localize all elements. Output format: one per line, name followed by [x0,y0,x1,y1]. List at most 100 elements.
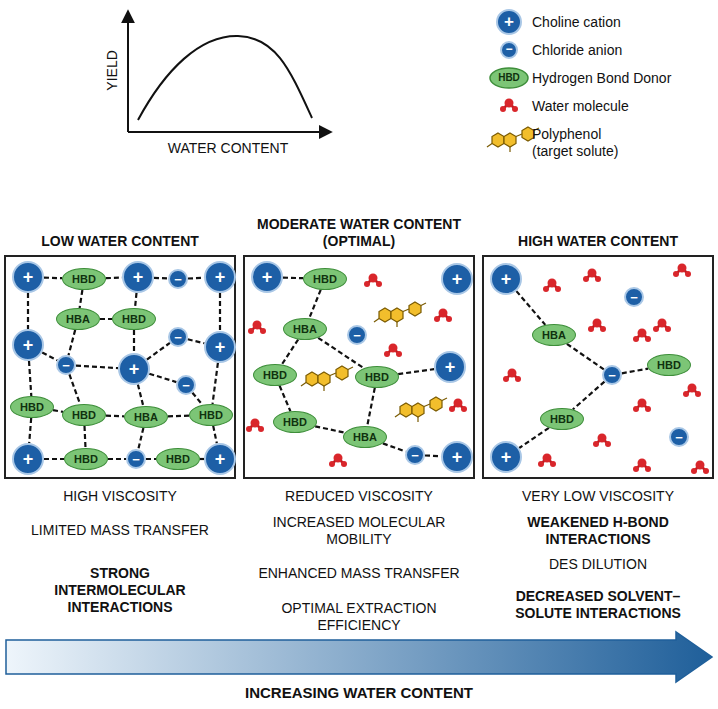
hydrogen-bond-line [315,426,345,432]
molecule-label: + [215,268,226,286]
hydrogen-bond-line [147,343,170,360]
legend-text: Polyphenol (target solute) [532,126,642,160]
hydrogen-bond-line [425,454,441,457]
hydrogen-bond-molecule: HBD [62,404,106,426]
hydrogen-bond-line [219,293,221,331]
hydrogen-bond-line [567,344,604,369]
effect-note: DES DILUTION [493,556,703,573]
hydrogen-bond-line [146,458,156,460]
hydrogen-bond-molecule: HBD [62,268,106,290]
hydrogen-bond-line [213,426,217,443]
molecule-label: HBA [134,412,158,423]
molecule-label: HBA [66,314,90,325]
hydrogen-bond-molecule: HBD [273,411,317,433]
choline-cation: + [441,263,473,295]
hydrogen-bond-line [519,428,549,448]
chloride-anion: − [168,269,188,289]
hydrogen-bond-line [106,277,122,280]
choline-cation: + [490,441,522,473]
hydrogen-bond-line [192,393,202,405]
molecule-label: + [215,450,226,468]
hydrogen-bond-line [135,293,137,308]
hydrogen-bond-line [106,415,124,418]
hydrogen-bond-line [42,353,57,361]
chloride-anion: − [176,375,196,395]
molecule-label: + [452,448,463,466]
hydrogen-bond-line [85,426,86,448]
molecule-label: HBD [313,274,337,285]
hydrogen-bond-line [53,410,63,412]
molecule-label: − [353,329,361,342]
hydrogen-bond-molecule: HBA [343,426,387,448]
condition-panel: MODERATE WATER CONTENT (OPTIMAL)+HBD+HBA… [243,255,475,479]
molecule-label: HBD [72,274,96,285]
molecule-label: HBD [74,454,98,465]
hydrogen-bond-line [280,386,291,411]
hydrogen-bond-line [622,369,648,374]
hydrogen-bond-line [282,340,298,365]
chloride-anion: − [56,355,76,375]
molecule-label: − [630,291,638,304]
choline-cation: + [434,351,466,383]
axis-label: YIELD [104,30,121,110]
molecule-label: + [445,358,456,376]
chloride-anion: − [347,325,367,345]
molecule-label: − [182,379,190,392]
legend-text: Hydrogen Bond Donor [532,70,712,87]
molecule-label: + [23,268,34,286]
hydrogen-bond-line [44,277,62,280]
hydrogen-bond-line [188,339,205,343]
molecule-label: + [501,270,512,288]
molecule-label: − [608,369,616,382]
molecule-label: − [174,331,182,344]
choline-cation: + [122,261,154,293]
hydrogen-bond-molecule: HBA [124,406,168,428]
hydrogen-bond-molecule: HBD [189,404,233,426]
hydrogen-bond-line [80,290,83,308]
molecule-label: HBD [199,410,223,421]
chloride-anion: − [168,327,188,347]
molecule-label: HBD [657,360,681,371]
hydrogen-bond-line [149,374,176,382]
hydrogen-bond-molecule: HBD [540,408,584,430]
hydrogen-bond-line [516,291,545,325]
molecule-label: + [501,448,512,466]
choline-cation: + [204,261,236,293]
hydrogen-bond-line [29,418,31,443]
hydrogen-bond-line [383,443,406,451]
molecule-label: + [133,268,144,286]
effect-note: OPTIMAL EXTRACTION EFFICIENCY [264,600,454,634]
molecule-label: HBD [20,402,44,413]
chloride-anion: − [602,365,622,385]
panel-heading: LOW WATER CONTENT [0,233,240,250]
effect-note: ENHANCED MASS TRANSFER [254,565,464,582]
effect-note: STRONG INTERMOLECULAR INTERACTIONS [40,565,200,615]
molecule-label: HBD [72,410,96,421]
effect-note: INCREASED MOLECULAR MOBILITY [254,514,464,548]
hydrogen-bond-line [138,385,143,407]
molecule-label: HBD [166,454,190,465]
molecule-label: HBA [293,324,317,335]
effect-note: DECREASED SOLVENT–SOLUTE INTERACTIONS [498,588,698,622]
panel-heading: MODERATE WATER CONTENT (OPTIMAL) [239,216,479,250]
panel-heading: HIGH WATER CONTENT [478,233,718,250]
hydrogen-bond-line [76,366,118,369]
effect-note: VERY LOW VISCOSITY [493,488,703,505]
hydrogen-bond-line [213,363,218,404]
legend-text: Choline cation [532,14,712,31]
choline-cation: + [251,261,283,293]
hydrogen-bond-line [100,318,112,320]
axis-label: WATER CONTENT [128,140,328,157]
hydrogen-bond-line [29,361,31,396]
legend-symbol: HBD [489,72,529,84]
choline-cation: + [204,331,236,363]
legend-symbol: − [497,42,521,56]
choline-cation: + [12,329,44,361]
molecule-label: − [132,453,140,466]
hydrogen-bond-line [168,415,189,418]
hydrogen-bond-molecule: HBD [303,268,347,290]
hydrogen-bond-line [108,458,126,460]
effect-note: LIMITED MASS TRANSFER [15,522,225,539]
chloride-anion: − [126,449,146,469]
chloride-anion: − [405,445,425,465]
